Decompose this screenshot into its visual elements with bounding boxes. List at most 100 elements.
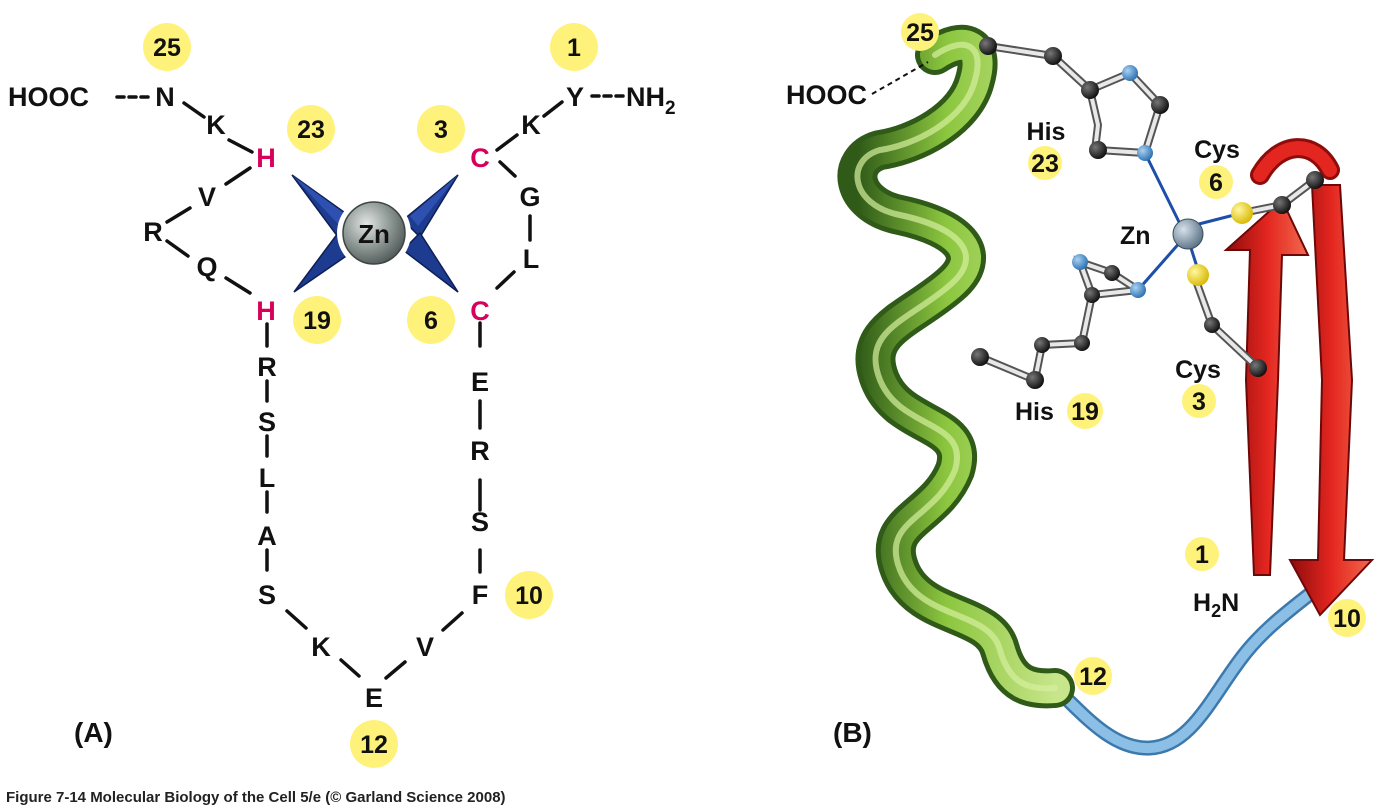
- residue-s17: S: [258, 407, 276, 437]
- wedge-highlight: [292, 175, 348, 226]
- badge-3: [417, 105, 465, 153]
- beta-hairpin: [1223, 138, 1375, 617]
- residue-e7: E: [471, 367, 489, 397]
- badge-b-1-label: 1: [1195, 541, 1209, 569]
- residue-v22: V: [198, 182, 216, 212]
- his19-number: 19: [1071, 398, 1099, 426]
- his19-name: His: [1015, 398, 1054, 426]
- atoms: [971, 37, 1324, 389]
- amino-acid-sequence: N K H V R Q H R S L A S K E V F S R E C …: [143, 82, 584, 713]
- residue-a15: A: [257, 521, 277, 551]
- bond-core: [1088, 70, 1163, 156]
- cooh-terminus-a: HOOC: [8, 82, 89, 112]
- his23-badge: [1028, 146, 1062, 180]
- badge-10: [505, 571, 553, 619]
- zinc-atom: [1172, 218, 1204, 250]
- cys3-name: Cys: [1175, 356, 1221, 384]
- zinc-label-b: Zn: [1120, 222, 1151, 250]
- helix-ribbon: [842, 29, 1070, 704]
- h2n-subscript: 2: [1211, 601, 1221, 621]
- residue-r21: R: [143, 217, 163, 247]
- zinc-sphere: [342, 201, 406, 265]
- bond: [224, 276, 252, 295]
- strand-2: [1288, 184, 1375, 617]
- residue-e12: E: [365, 683, 383, 713]
- badge-b-12: [1074, 657, 1112, 695]
- bond: [498, 160, 517, 178]
- sulfur-atom: [1231, 202, 1253, 224]
- his23-number: 23: [1031, 150, 1059, 178]
- badge-25-label: 25: [153, 34, 181, 62]
- residue-k2: K: [521, 110, 541, 140]
- nitrogen-atom: [1072, 254, 1088, 270]
- cys6-badge: [1199, 165, 1233, 199]
- carbon-atom: [1074, 335, 1090, 351]
- carbon-atom: [1151, 96, 1169, 114]
- panel-a-label: (A): [74, 717, 113, 748]
- badge-3-label: 3: [434, 116, 448, 144]
- badge-b-1: [1185, 537, 1219, 571]
- bond: [182, 101, 206, 119]
- loop-ribbon: [1040, 585, 1320, 754]
- nitrogen-atom: [1130, 282, 1146, 298]
- bond: [224, 166, 252, 186]
- cys6-name: Cys: [1194, 136, 1240, 164]
- residue-v11: V: [416, 632, 434, 662]
- cooh-terminus-b: HOOC: [786, 80, 867, 110]
- residue-r8: R: [470, 436, 490, 466]
- strand-turn: [1253, 141, 1337, 182]
- badge-b-25: [901, 13, 939, 51]
- carbon-atom: [1273, 196, 1291, 214]
- carbon-atom: [1306, 171, 1324, 189]
- carbon-atom: [1081, 81, 1099, 99]
- nh2-terminus-a: NH2: [626, 82, 676, 119]
- carbon-atom: [1044, 47, 1062, 65]
- residue-c3: C: [470, 143, 490, 173]
- bond: [165, 206, 192, 224]
- residue-q20: Q: [196, 252, 217, 282]
- carbon-atom: [1026, 371, 1044, 389]
- residue-number-badges: 25 23 19 12 10 6 3 1: [143, 23, 598, 768]
- residue-s9: S: [471, 507, 489, 537]
- wedge-cys6: [401, 231, 459, 293]
- zinc-label: Zn: [358, 219, 390, 249]
- bond: [285, 609, 308, 630]
- cys6-number: 6: [1209, 169, 1223, 197]
- residue-l16: L: [259, 463, 276, 493]
- badge-6: [407, 296, 455, 344]
- cys3-badge: [1182, 384, 1216, 418]
- residue-k13: K: [311, 632, 331, 662]
- bond: [441, 611, 464, 632]
- badge-b-25-label: 25: [906, 19, 934, 47]
- carbon-atom: [971, 348, 989, 366]
- bond: [227, 138, 254, 154]
- bond-core-group: [978, 44, 1317, 383]
- bond: [339, 658, 361, 678]
- badge-12: [350, 720, 398, 768]
- badge-10-label: 10: [515, 582, 543, 610]
- badge-b-10-label: 10: [1333, 605, 1361, 633]
- bond: [495, 133, 519, 152]
- panel-b: HOOC 25 His 23 Cys 6 Zn Cys 3 His 19 1 H…: [786, 13, 1375, 756]
- carbon-atom: [1089, 141, 1107, 159]
- cys3-number: 3: [1192, 388, 1206, 416]
- badge-1: [550, 23, 598, 71]
- backbone-bonds: [115, 94, 629, 680]
- bond: [542, 100, 564, 118]
- residue-c6: C: [470, 296, 490, 326]
- badge-25: [143, 23, 191, 71]
- bond-core: [1076, 258, 1140, 297]
- alpha-helix: [837, 24, 1075, 709]
- zinc-ion: Zn: [337, 196, 411, 270]
- badge-b-12-label: 12: [1079, 663, 1107, 691]
- coord-bond-his23: [1143, 151, 1184, 230]
- helix-highlight: [854, 41, 1058, 692]
- sulfur-atom: [1187, 264, 1209, 286]
- badge-23-label: 23: [297, 116, 325, 144]
- badge-19-label: 19: [303, 307, 331, 335]
- badge-6-label: 6: [424, 307, 438, 335]
- nh2-terminus-b: H2N: [1193, 589, 1239, 621]
- bond: [495, 270, 516, 290]
- nitrogen-atom: [1137, 145, 1153, 161]
